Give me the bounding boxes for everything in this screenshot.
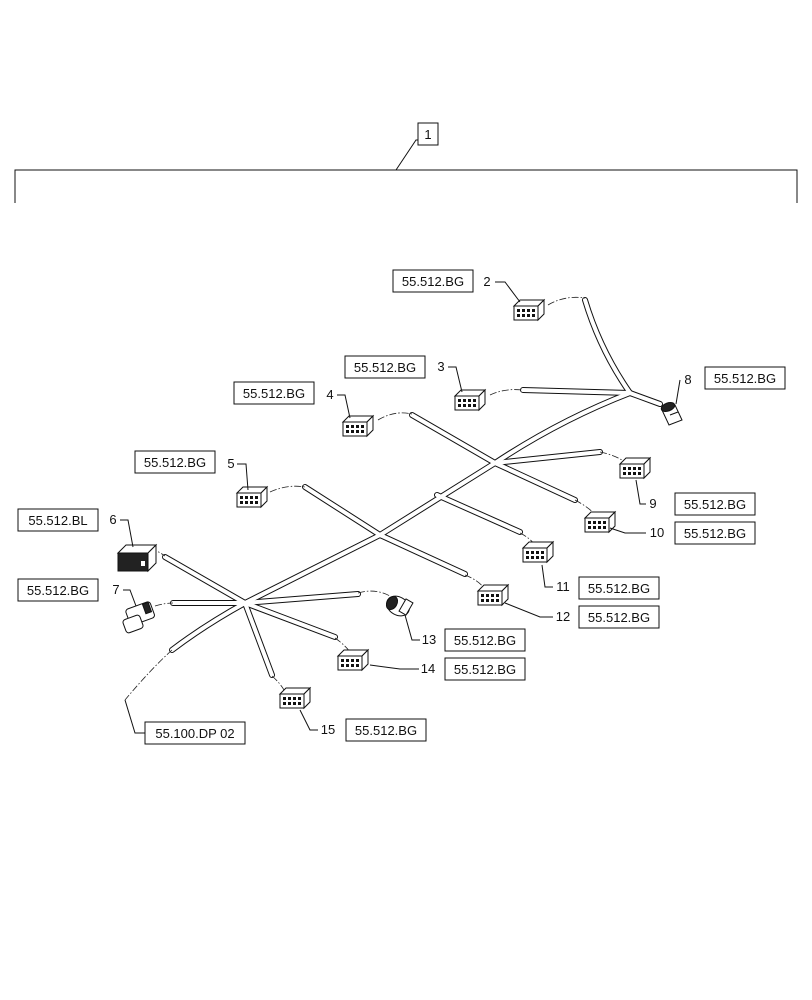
ref-box-continuation: 55.100.DP 02 <box>144 721 246 745</box>
connector-14 <box>337 649 369 671</box>
callout-number-13: 13 <box>422 632 436 647</box>
ref-label-8: 55.512.BG <box>714 371 776 386</box>
callout-number-15: 15 <box>321 722 335 737</box>
ref-label-continuation: 55.100.DP 02 <box>155 726 234 741</box>
callout-number-5: 5 <box>227 456 234 471</box>
callout-number-12: 12 <box>556 609 570 624</box>
ref-box-3: 55.512.BG <box>344 355 426 379</box>
leader-lines <box>120 281 681 734</box>
ref-label-3: 55.512.BG <box>354 360 416 375</box>
ref-box-4: 55.512.BG <box>233 381 315 405</box>
ref-label-10: 55.512.BG <box>684 526 746 541</box>
connector-4 <box>342 415 374 437</box>
callout-number-9: 9 <box>649 496 656 511</box>
connector-11 <box>522 541 554 563</box>
callout-number-11: 11 <box>556 579 570 594</box>
ref-box-8: 55.512.BG <box>704 366 786 390</box>
connector-13 <box>385 595 414 617</box>
ref-label-6: 55.512.BL <box>28 513 87 528</box>
ref-box-9: 55.512.BG <box>674 492 756 516</box>
connector-3 <box>454 389 486 411</box>
connector-2 <box>513 299 545 321</box>
connector-12 <box>477 584 509 606</box>
callout-number-3: 3 <box>437 359 444 374</box>
connector-15 <box>279 687 311 709</box>
ref-label-7: 55.512.BG <box>27 583 89 598</box>
ref-label-2: 55.512.BG <box>402 274 464 289</box>
callout-number-8: 8 <box>684 372 691 387</box>
ref-box-2: 55.512.BG <box>392 269 474 293</box>
ref-label-4: 55.512.BG <box>243 386 305 401</box>
callout-number-10: 10 <box>650 525 664 540</box>
assembly-item-number: 1 <box>424 127 431 142</box>
callout-number-7: 7 <box>112 582 119 597</box>
reference-boxes: 55.512.BG 55.512.BG 55.512.BG 55.512.BG … <box>17 269 786 745</box>
connector-7 <box>122 601 155 634</box>
callout-numbers: 2 3 4 5 6 7 8 9 10 11 12 13 14 15 <box>109 274 691 737</box>
ref-box-12: 55.512.BG <box>578 605 660 629</box>
connector-10 <box>584 511 616 533</box>
ref-box-13: 55.512.BG <box>444 628 526 652</box>
ref-box-6: 55.512.BL <box>17 508 99 532</box>
connector-9 <box>619 457 651 479</box>
ref-box-14: 55.512.BG <box>444 657 526 681</box>
callout-number-2: 2 <box>483 274 490 289</box>
ref-box-11: 55.512.BG <box>578 576 660 600</box>
connector-5 <box>236 486 268 508</box>
ref-label-9: 55.512.BG <box>684 497 746 512</box>
harness-wires <box>162 297 663 678</box>
ref-label-11: 55.512.BG <box>588 581 650 596</box>
ref-label-5: 55.512.BG <box>144 455 206 470</box>
ref-box-7: 55.512.BG <box>17 578 99 602</box>
ref-label-14: 55.512.BG <box>454 662 516 677</box>
ref-label-12: 55.512.BG <box>588 610 650 625</box>
ref-box-15: 55.512.BG <box>345 718 427 742</box>
connector-8 <box>660 402 683 426</box>
assembly-bracket: 1 <box>14 122 798 203</box>
ref-box-5: 55.512.BG <box>134 450 216 474</box>
callout-number-14: 14 <box>421 661 435 676</box>
callout-number-4: 4 <box>326 387 333 402</box>
connector-6 <box>116 543 158 573</box>
ref-box-10: 55.512.BG <box>674 521 756 545</box>
callout-number-6: 6 <box>109 512 116 527</box>
ref-label-13: 55.512.BG <box>454 633 516 648</box>
ref-label-15: 55.512.BG <box>355 723 417 738</box>
